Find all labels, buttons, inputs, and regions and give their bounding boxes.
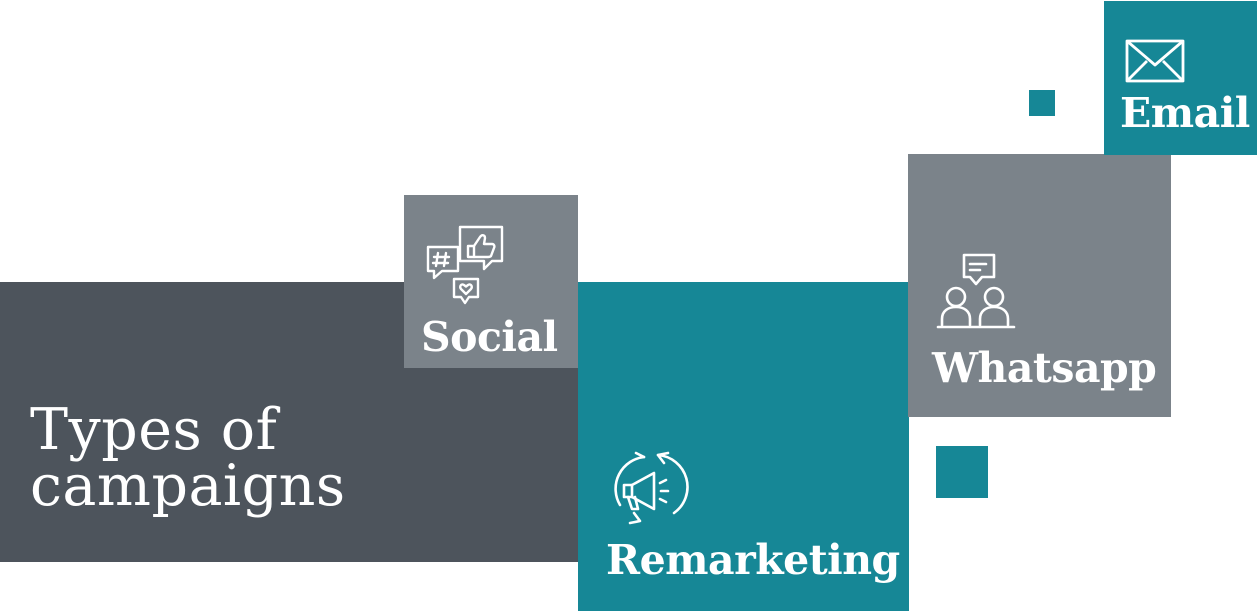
title-line-2: campaigns [30, 453, 346, 519]
remarketing-card [578, 282, 909, 611]
social-card [404, 195, 578, 368]
people-chat-icon [936, 253, 1016, 333]
social-label: Social [421, 313, 558, 361]
remarketing-label: Remarketing [606, 536, 900, 584]
email-label: Email [1120, 89, 1250, 137]
decorative-square-small [1029, 90, 1055, 116]
envelope-icon [1125, 39, 1185, 83]
megaphone-icon [606, 447, 692, 533]
social-chat-icon [422, 223, 508, 309]
decorative-square-medium [936, 446, 988, 498]
whatsapp-card [908, 154, 1171, 417]
page-title: Types of campaigns [30, 397, 346, 519]
title-line-1: Types of [30, 397, 278, 463]
whatsapp-label: Whatsapp [932, 344, 1157, 392]
